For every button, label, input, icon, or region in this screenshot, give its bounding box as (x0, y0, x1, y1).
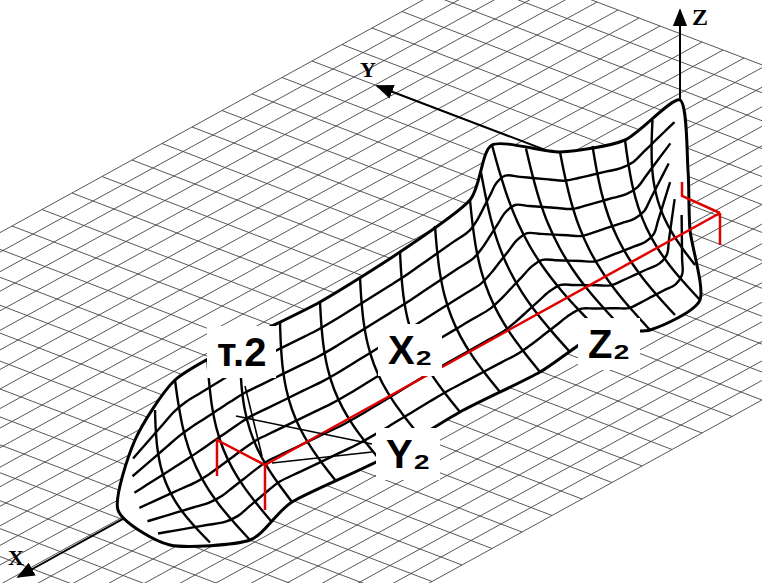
axis-label: X (8, 546, 24, 570)
mesh-line (526, 149, 625, 332)
grid-line (0, 58, 744, 583)
grid-line (0, 50, 723, 578)
mesh-line (133, 122, 674, 458)
coordinate-line (264, 465, 267, 510)
mesh-line (593, 146, 676, 315)
mesh-line (158, 215, 683, 534)
coordinate-line (719, 213, 722, 245)
mesh-line (435, 226, 500, 392)
grid-line (0, 82, 762, 583)
last-body (117, 100, 701, 547)
leader-line (245, 386, 262, 456)
axis-label: Y (360, 58, 376, 82)
grid-line (0, 98, 762, 583)
mesh-line (625, 140, 700, 300)
point-label: X₂ (378, 324, 442, 376)
grid-line (0, 74, 762, 583)
coordinate-line (682, 182, 720, 213)
point-label: Z₂ (578, 318, 640, 370)
mesh-line (320, 302, 380, 460)
grid-line (0, 42, 702, 570)
mesh-line (481, 173, 570, 353)
axis-label: Z (692, 4, 708, 30)
point-label: Y₂ (376, 428, 440, 480)
grid-line (0, 138, 762, 583)
grid-line (0, 90, 762, 583)
leader-line (272, 452, 372, 463)
mesh-line (560, 152, 650, 330)
coordinate-line (265, 213, 720, 465)
coordinate-line (217, 440, 265, 476)
mesh-line (134, 164, 668, 493)
mesh-line (208, 361, 272, 521)
mesh-line (147, 199, 674, 521)
mesh-line (139, 182, 670, 508)
mesh-line (652, 120, 695, 265)
point-label: т.2 (207, 326, 276, 378)
mesh-line (132, 143, 670, 476)
grid-line (0, 66, 762, 583)
grid-line (0, 26, 660, 554)
